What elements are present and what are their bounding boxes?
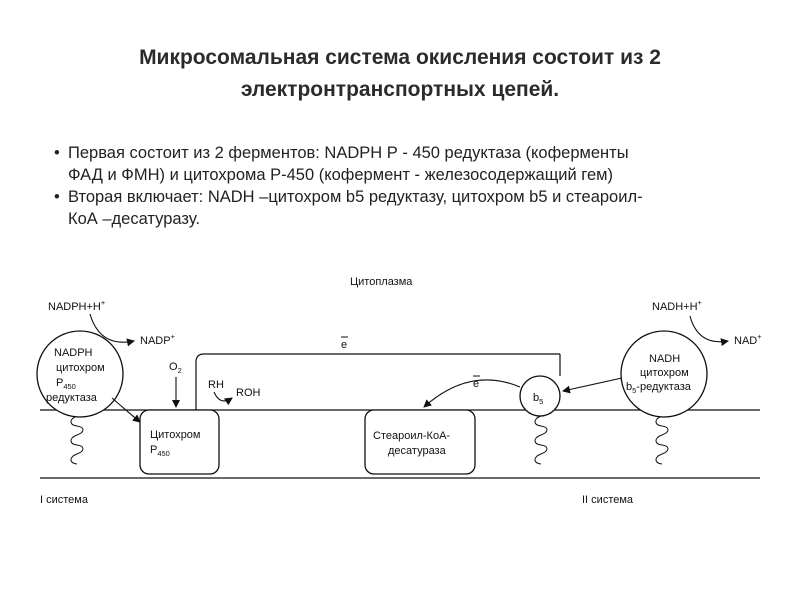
b5-label: b5	[533, 392, 543, 406]
electron-transfer-line	[195, 353, 560, 410]
slide-title: Микросомальная система окисления состоит…	[40, 42, 760, 106]
membrane-anchor-coil	[534, 415, 548, 465]
bullet-list: Первая состоит из 2 ферментов: NADPH Р -…	[54, 142, 774, 230]
nadph-label: NADPH	[54, 347, 93, 359]
cytochrome-p450-box	[139, 409, 220, 475]
cytochrome-p450-subscript: P450	[150, 444, 170, 458]
nadph-oxidation-arrow	[89, 313, 135, 347]
rh-to-roh-arrow	[213, 391, 233, 406]
bullet-2-line-1: Вторая включает: NADH –цитохром b5 редук…	[68, 188, 643, 206]
b5-to-desaturase-arrow	[423, 379, 521, 408]
bullet-second-chain: Вторая включает: NADH –цитохром b5 редук…	[54, 186, 774, 230]
nadh-label: NADH	[649, 353, 680, 365]
title-line-2: электронтранспортных цепей.	[240, 78, 560, 101]
cytochrome-label-right: цитохром	[640, 367, 689, 379]
p450-label: P450	[56, 377, 76, 391]
bullet-1-line-1: Первая состоит из 2 ферментов: NADPH Р -…	[68, 144, 629, 162]
electron-label-b5: e	[473, 378, 479, 390]
desaturase-label-line-2: десатураза	[388, 445, 447, 457]
cytochrome-b5-circle	[519, 375, 561, 417]
bullet-2-line-2: КоА –десатуразу.	[68, 210, 200, 228]
system-2-label: II система	[582, 494, 634, 506]
nadph-h-label: NADPH+H+	[48, 298, 106, 313]
reductase-label: редуктаза	[46, 392, 98, 404]
title-line-1: Микросомальная система окисления состоит…	[139, 46, 661, 69]
desaturase-label-line-1: Стеароил-КоА-	[373, 430, 450, 442]
cytochrome-p450-label: Цитохром	[150, 429, 201, 441]
nadh-oxidation-arrow	[689, 315, 729, 347]
nadph-p450-reductase-circle	[36, 330, 124, 418]
system-1-label: I система	[40, 494, 89, 506]
cytochrome-label: цитохром	[56, 362, 105, 374]
rh-label: RH	[208, 379, 224, 391]
bullet-first-chain: Первая состоит из 2 ферментов: NADPH Р -…	[54, 142, 774, 186]
microsomal-oxidation-diagram: Цитоплазма e NADPH цитохром P450 редукта…	[36, 276, 762, 506]
cytoplasm-label: Цитоплазма	[350, 276, 413, 288]
membrane-anchor-coil	[70, 415, 84, 465]
nadh-b5-reductase-circle	[620, 330, 708, 418]
membrane-anchor-coil	[655, 415, 669, 465]
electron-label-top: e	[341, 339, 347, 351]
roh-label: ROH	[236, 387, 261, 399]
oxygen-label: O2	[169, 361, 182, 375]
bullet-1-line-2: ФАД и ФМН) и цитохрома Р-450 (кофермент …	[68, 166, 613, 184]
stearoyl-coa-desaturase-box	[364, 409, 476, 475]
nadp-label: NADP+	[140, 332, 176, 347]
nad-label: NAD+	[734, 332, 762, 347]
b5-reductase-label: b5-редуктаза	[626, 381, 692, 395]
nadh-h-label: NADH+H+	[652, 298, 703, 313]
reductase-to-b5-arrow	[562, 377, 623, 394]
reductase-to-p450-arrow	[111, 397, 141, 423]
